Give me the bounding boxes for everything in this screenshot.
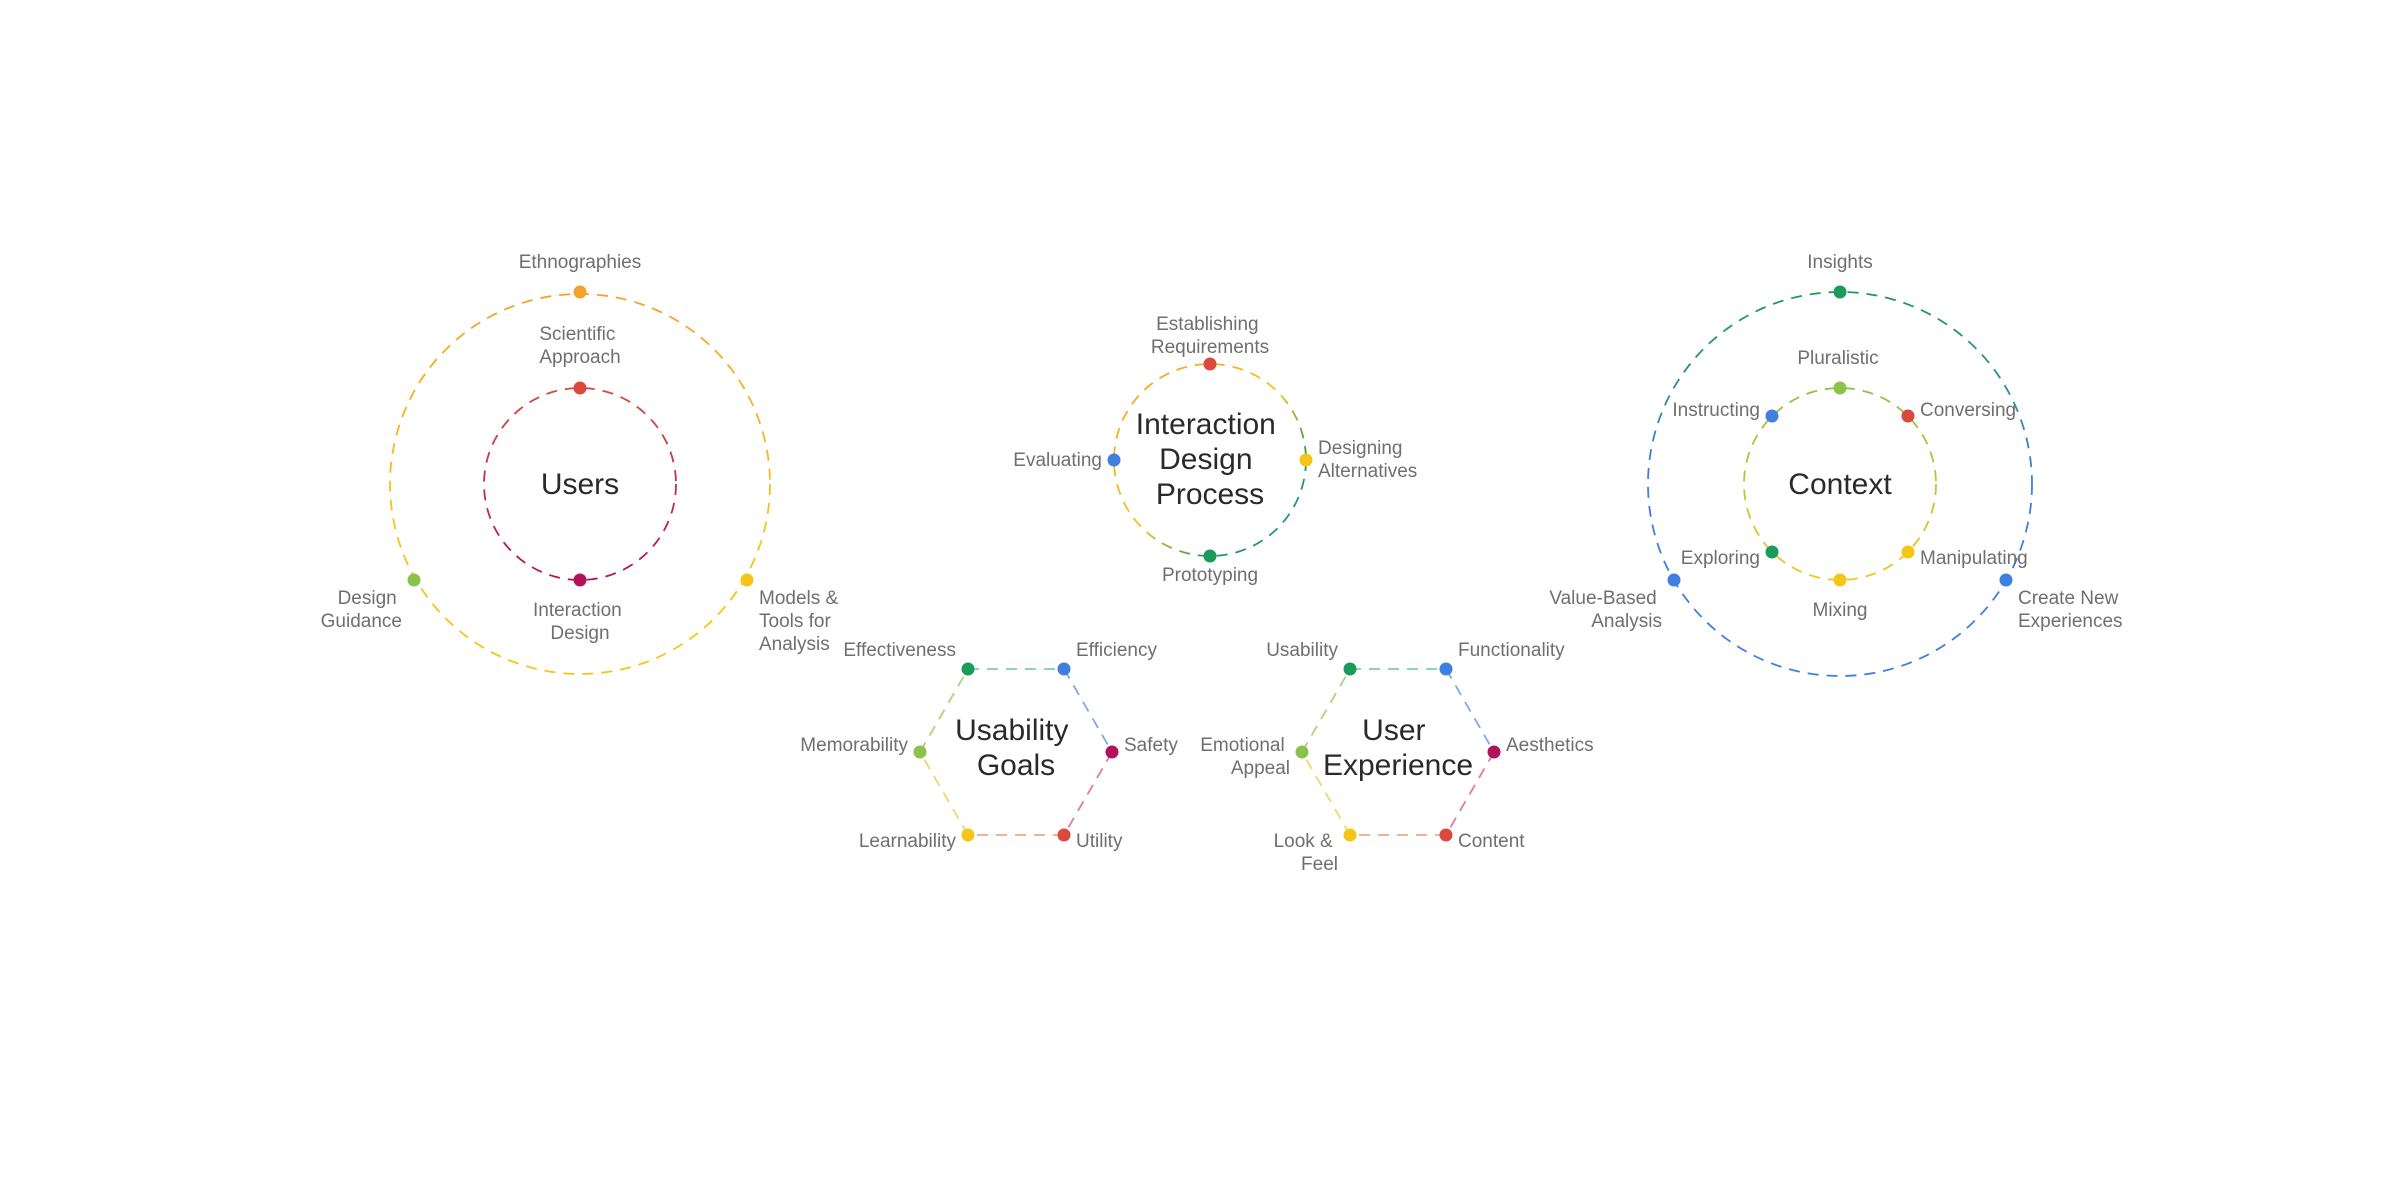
label-create-new-experiences: Create New Experiences <box>2018 588 2124 632</box>
label-interaction-design: Interaction Design <box>533 600 627 644</box>
label-content: Content <box>1458 831 1525 852</box>
node-scientific-approach <box>573 381 587 395</box>
label-designing-alternatives: Designing Alternatives <box>1318 438 1417 482</box>
label-insights: Insights <box>1807 252 1872 273</box>
edge-memorability-effectiveness <box>919 668 969 753</box>
idp-cluster: Interaction Design Process Establishing … <box>1013 314 1417 586</box>
edge-learnability-memorability <box>919 751 969 836</box>
label-efficiency: Efficiency <box>1076 640 1157 661</box>
label-manipulating: Manipulating <box>1920 548 2028 569</box>
node-value-based-analysis <box>1667 573 1681 587</box>
node-evaluating <box>1107 453 1121 467</box>
node-efficiency <box>1057 662 1071 676</box>
node-conversing <box>1901 409 1915 423</box>
users-inner-ring <box>483 387 677 581</box>
node-establishing-requirements <box>1203 357 1217 371</box>
users-cluster: Users Ethnographies Scientific Approach … <box>321 252 843 675</box>
label-pluralistic: Pluralistic <box>1797 348 1878 369</box>
edge-safety-utility <box>1063 751 1113 836</box>
context-title: Context <box>1788 468 1892 501</box>
user-experience-cluster: User Experience Usability Functionality … <box>1200 640 1593 875</box>
idp-title: Interaction Design Process <box>1136 408 1284 511</box>
label-memorability: Memorability <box>800 735 908 756</box>
label-ux-usability: Usability <box>1266 640 1338 661</box>
users-title: Users <box>541 468 619 501</box>
label-establishing-requirements: Establishing Requirements <box>1151 314 1269 358</box>
usability-goals-cluster: Usability Goals Effectiveness Efficiency… <box>800 640 1178 852</box>
node-ethnographies <box>573 285 587 299</box>
edge-functionality-aesthetics <box>1445 668 1495 753</box>
edge-aesthetics-content <box>1445 751 1495 836</box>
node-functionality <box>1439 662 1453 676</box>
context-cluster: Context Insights Pluralistic Instructing… <box>1549 252 2124 677</box>
edge-efficiency-safety <box>1063 668 1113 753</box>
context-outer-ring <box>1647 291 2033 677</box>
label-models-tools: Models & Tools for Analysis <box>759 588 843 655</box>
label-scientific-approach: Scientific Approach <box>539 324 620 368</box>
node-interaction-design <box>573 573 587 587</box>
node-create-new-experiences <box>1999 573 2013 587</box>
node-prototyping <box>1203 549 1217 563</box>
label-functionality: Functionality <box>1458 640 1565 661</box>
node-models-tools <box>740 573 754 587</box>
node-mixing <box>1833 573 1847 587</box>
label-evaluating: Evaluating <box>1013 450 1102 471</box>
node-manipulating <box>1901 545 1915 559</box>
node-design-guidance <box>407 573 421 587</box>
label-ethnographies: Ethnographies <box>519 252 642 273</box>
label-prototyping: Prototyping <box>1162 565 1258 586</box>
label-design-guidance: Design Guidance <box>321 588 402 632</box>
label-instructing: Instructing <box>1672 400 1760 421</box>
label-conversing: Conversing <box>1920 400 2016 421</box>
node-pluralistic <box>1833 381 1847 395</box>
label-value-based-analysis: Value-Based Analysis <box>1549 588 1662 632</box>
node-memorability <box>913 745 927 759</box>
label-exploring: Exploring <box>1681 548 1760 569</box>
node-utility <box>1057 828 1071 842</box>
label-mixing: Mixing <box>1813 600 1868 621</box>
usability-goals-title: Usability Goals <box>955 714 1077 782</box>
label-look-feel: Look & Feel <box>1274 831 1338 875</box>
node-safety <box>1105 745 1119 759</box>
label-safety: Safety <box>1124 735 1178 756</box>
node-exploring <box>1765 545 1779 559</box>
label-aesthetics: Aesthetics <box>1506 735 1594 756</box>
label-emotional-appeal: Emotional Appeal <box>1200 735 1290 779</box>
node-learnability <box>961 828 975 842</box>
label-utility: Utility <box>1076 831 1123 852</box>
node-ux-usability <box>1343 662 1357 676</box>
label-learnability: Learnability <box>859 831 957 852</box>
context-inner-ring <box>1743 387 1937 581</box>
node-designing-alternatives <box>1299 453 1313 467</box>
node-content <box>1439 828 1453 842</box>
node-insights <box>1833 285 1847 299</box>
node-aesthetics <box>1487 745 1501 759</box>
node-emotional-appeal <box>1295 745 1309 759</box>
node-look-feel <box>1343 828 1357 842</box>
edge-lookfeel-emotional <box>1301 751 1351 836</box>
node-effectiveness <box>961 662 975 676</box>
node-instructing <box>1765 409 1779 423</box>
label-effectiveness: Effectiveness <box>843 640 956 661</box>
edge-emotional-usability <box>1301 668 1351 753</box>
user-experience-title: User Experience <box>1323 714 1473 782</box>
